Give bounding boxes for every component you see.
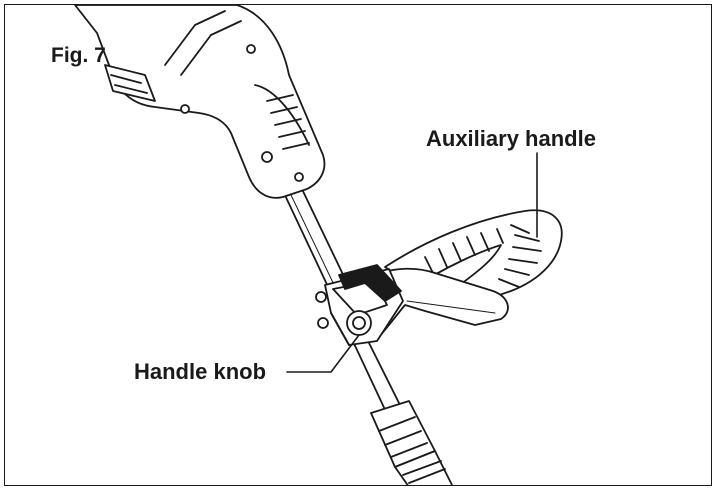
handle-knob-label: Handle knob [134,359,267,384]
auxiliary-handle-grip [384,209,563,305]
shaft-coupler [370,400,454,485]
clamp-strap [338,264,402,302]
handle-knob [346,310,372,336]
figure-frame: Fig. 7 Auxiliary handle Handle knob [4,4,712,486]
handle-knob-leader [286,334,360,373]
auxiliary-handle-label: Auxiliary handle [426,126,596,151]
figure-label: Fig. 7 [51,44,106,67]
auxiliary-handle-arm [374,267,509,342]
trimmer-housing [74,5,326,199]
trimmer-illustration [74,5,563,485]
